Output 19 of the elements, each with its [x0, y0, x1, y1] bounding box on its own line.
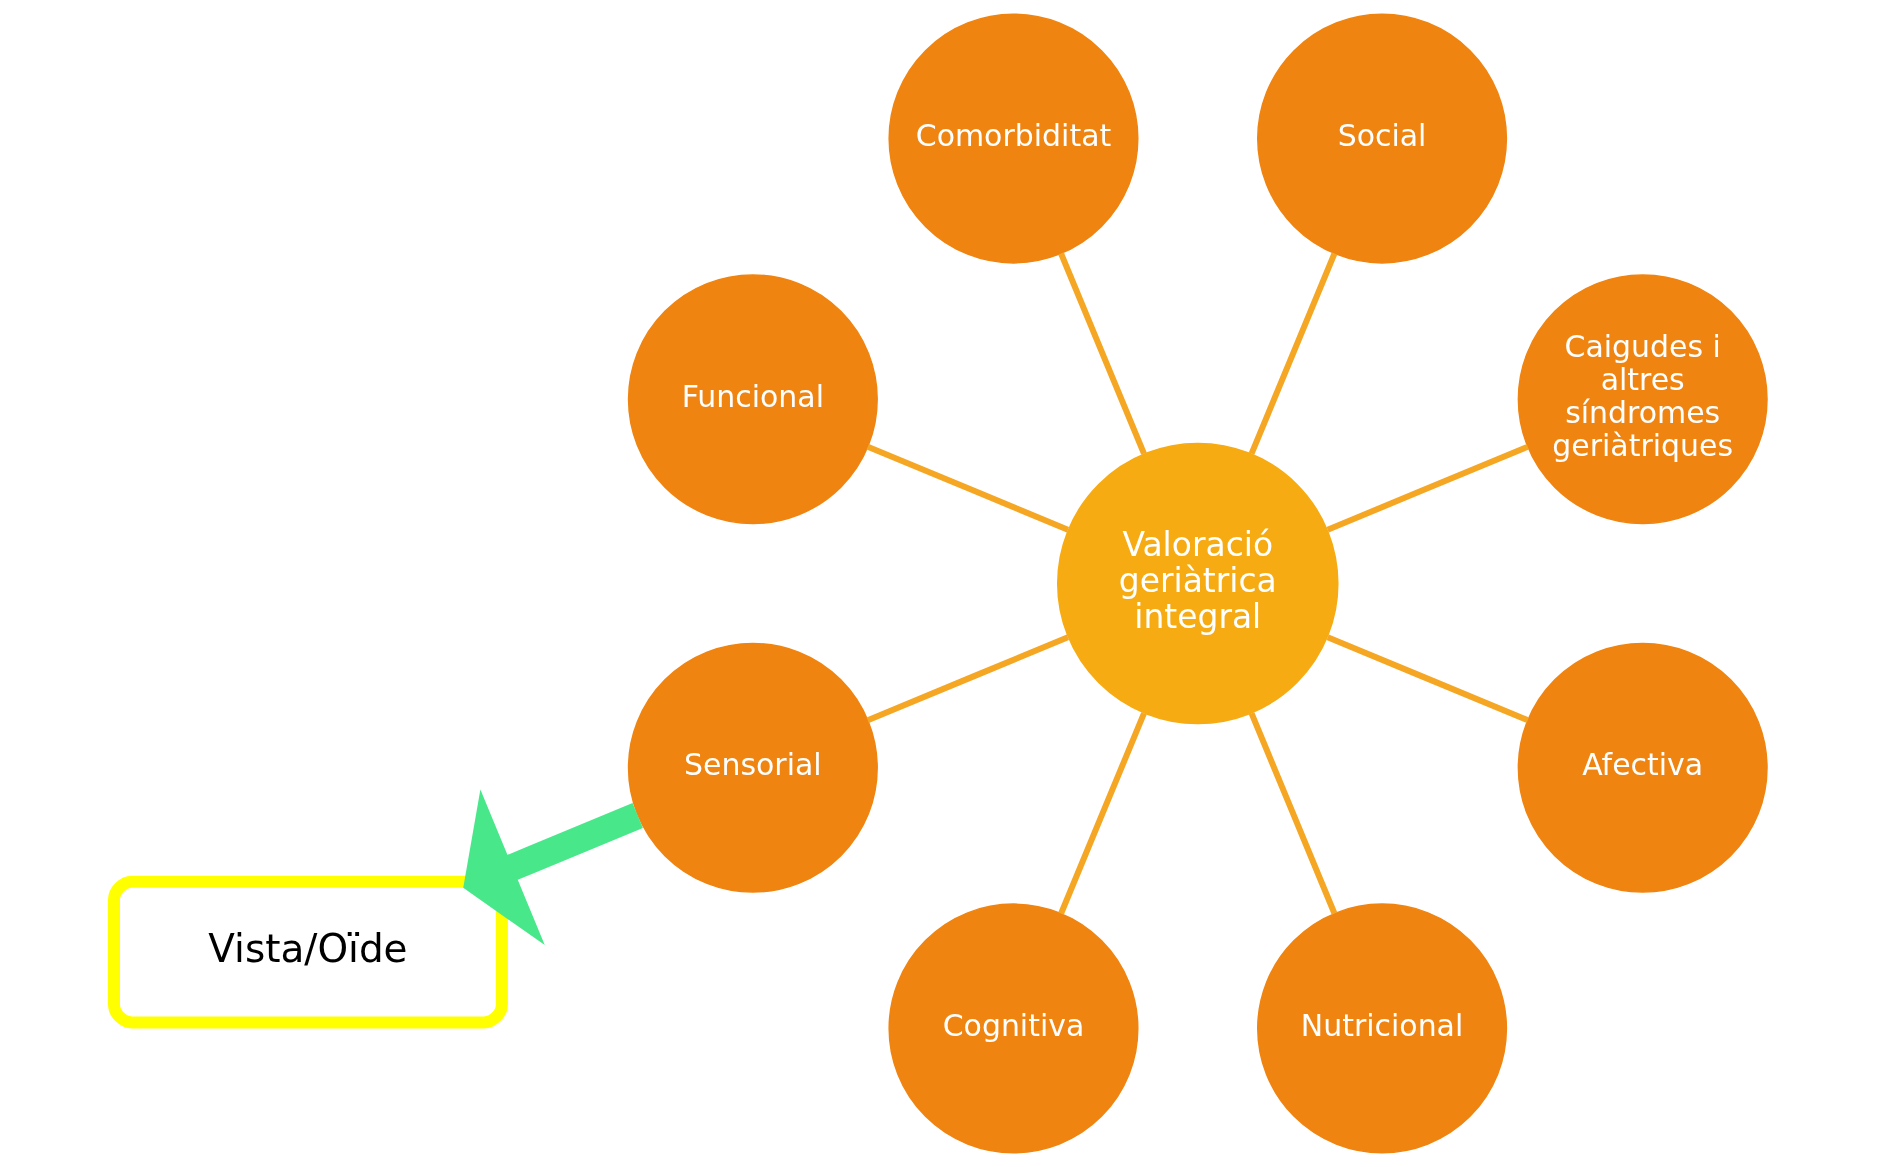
node-circle: Caigudes i altres síndromes geriàtriques [1517, 274, 1768, 525]
node-circle: Cognitiva [887, 903, 1139, 1154]
node-circle: Afectiva [1517, 642, 1768, 893]
node-circle: Nutricional [1256, 903, 1507, 1154]
connector [866, 634, 1069, 723]
connector [1057, 252, 1147, 455]
connector [1248, 252, 1337, 455]
connector [1057, 712, 1147, 915]
node-circle: Comorbiditat [887, 13, 1139, 264]
node-circle: Sensorial [627, 642, 878, 893]
node-circle: Valoració geriàtrica integral [1056, 442, 1339, 725]
connector [1248, 712, 1337, 915]
node-box: Vista/Oïde [107, 875, 508, 1029]
node-circle: Funcional [627, 274, 878, 525]
connector [866, 444, 1069, 533]
node-circle: Social [1256, 13, 1507, 264]
connector [1326, 634, 1529, 723]
arrow [462, 789, 643, 946]
connector [1326, 444, 1529, 533]
